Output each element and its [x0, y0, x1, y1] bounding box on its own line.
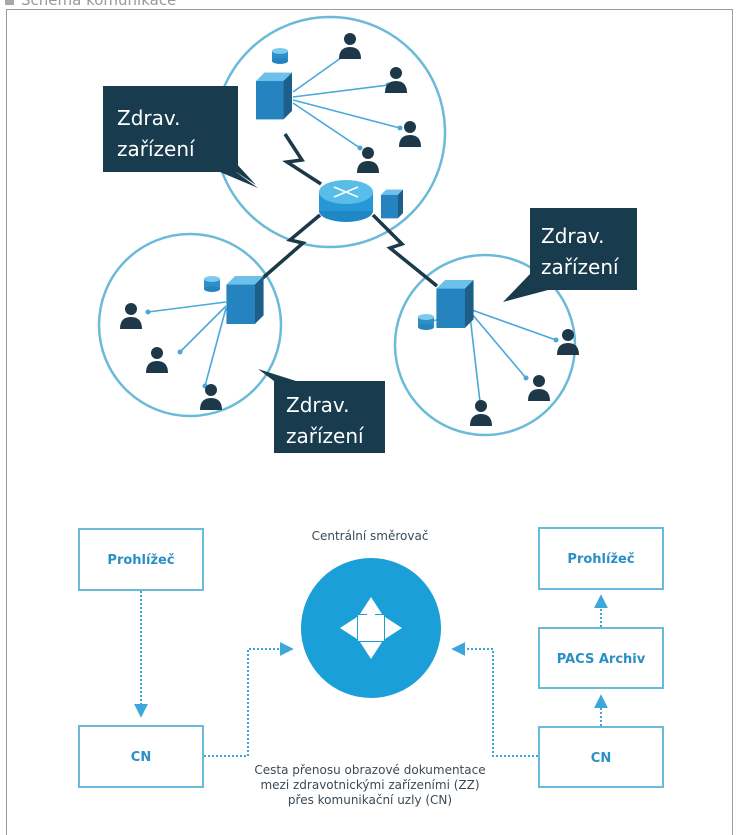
- database-icon: [272, 48, 288, 64]
- header-bullet: [5, 0, 14, 5]
- person-icon: [357, 147, 379, 173]
- figure-title: Schéma komunikace: [21, 0, 177, 9]
- facility-callout-right: Zdrav. zařízení: [503, 208, 637, 302]
- server-icon: [381, 189, 403, 219]
- figure-header: Schéma komunikace: [0, 0, 739, 10]
- database-icon: [204, 276, 220, 292]
- callout-line1: Zdrav.: [286, 393, 350, 417]
- person-icon: [528, 375, 550, 401]
- server-icon: [256, 72, 292, 120]
- caption-line3: přes komunikační uzly (CN): [288, 793, 452, 807]
- callout-line2: zařízení: [541, 255, 620, 279]
- callout-line2: zařízení: [117, 137, 196, 161]
- right-viewer-box: [538, 527, 664, 590]
- person-icon: [339, 33, 361, 59]
- left-cluster-links: [147, 301, 227, 387]
- top-cluster-links: [292, 54, 401, 149]
- left-node-label: CN: [131, 750, 151, 765]
- database-icon: [418, 314, 434, 330]
- facility-callout-top: Zdrav. zařízení: [103, 86, 258, 188]
- caption-line1: Cesta přenosu obrazové dokumentace: [254, 763, 485, 777]
- caption-line2: mezi zdravotnickými zařízeními (ZZ): [260, 778, 479, 792]
- wan-link-left: [255, 213, 322, 285]
- right-node-label: CN: [591, 751, 611, 766]
- callout-line2: zařízení: [286, 424, 365, 448]
- person-icon: [120, 303, 142, 329]
- router-arrows-icon: [340, 597, 402, 659]
- wan-link-top: [282, 133, 322, 186]
- pacs-archive-box: [538, 627, 664, 689]
- right-node-box: [538, 726, 664, 788]
- facility-circle-left: [97, 232, 283, 418]
- router-title: Centrální směrovač: [312, 529, 429, 543]
- left-node-box: [78, 725, 204, 788]
- person-icon: [200, 384, 222, 410]
- person-icon: [399, 121, 421, 147]
- left-viewer-label: Prohlížeč: [107, 553, 174, 568]
- facility-callout-bottom: Zdrav. zařízení: [258, 369, 385, 453]
- server-icon: [436, 280, 474, 328]
- callout-line1: Zdrav.: [117, 106, 181, 130]
- person-icon: [470, 400, 492, 426]
- server-icon: [226, 276, 264, 324]
- callout-line1: Zdrav.: [541, 224, 605, 248]
- wan-link-right: [371, 213, 439, 288]
- person-icon: [146, 347, 168, 373]
- flow-connectors: [134, 591, 608, 757]
- left-viewer-box: [78, 528, 204, 591]
- pacs-archive-label: PACS Archiv: [557, 652, 646, 667]
- person-icon: [385, 67, 407, 93]
- figure-frame: [6, 9, 733, 835]
- right-viewer-label: Prohlížeč: [567, 552, 634, 567]
